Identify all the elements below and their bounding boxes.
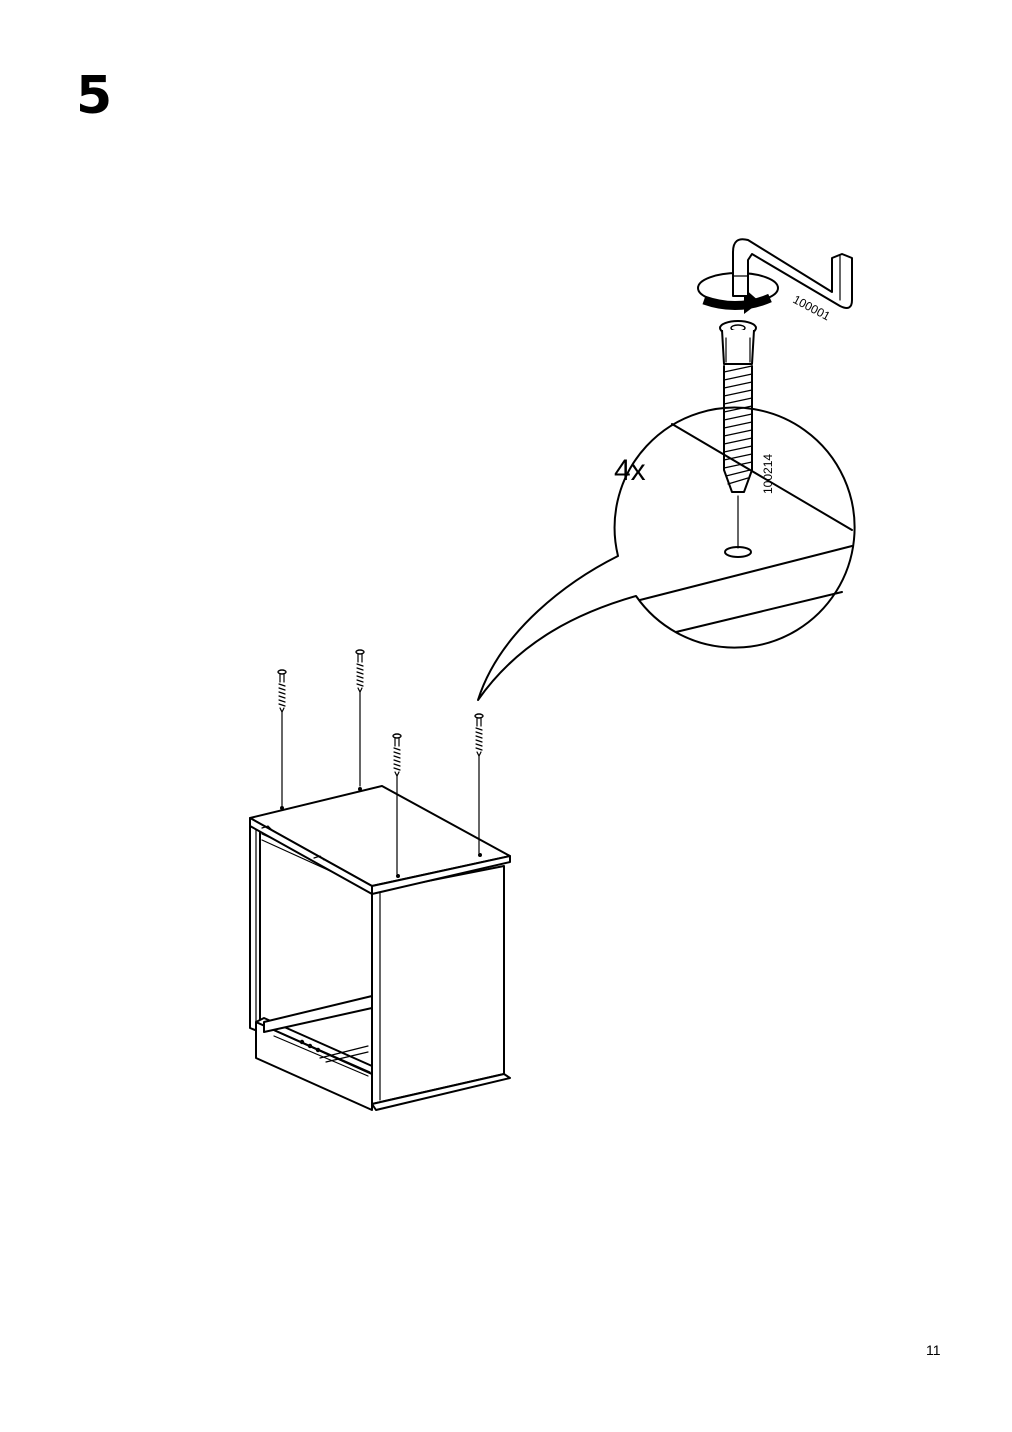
magnifier-callout [477,406,856,701]
small-screw-icon [392,733,402,778]
screw-part-number: 100214 [761,454,775,494]
screws-above-cabinet [277,649,484,875]
step-number: 5 [76,66,113,126]
page-number: 11 [926,1342,941,1358]
small-screw-icon [277,669,287,714]
quantity-label: 4x [614,454,646,487]
cabinet-frame [249,785,511,1111]
allen-key-icon [732,238,853,309]
small-screw-icon [474,713,484,758]
screw-icon [719,320,757,493]
small-screw-icon [355,649,365,694]
